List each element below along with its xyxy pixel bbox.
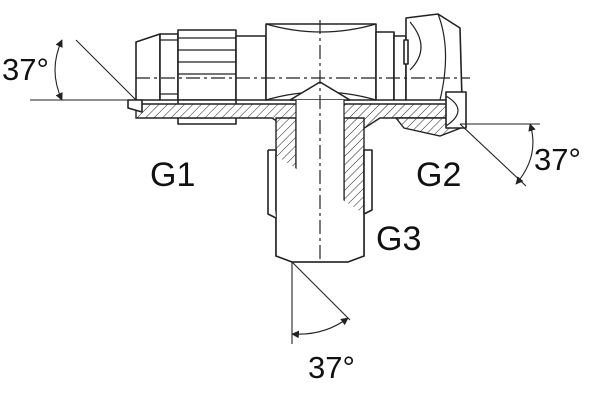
right-swivel-nut: [393, 13, 463, 101]
tee-body: [235, 23, 395, 101]
port-label-g3: G3: [376, 220, 421, 258]
port-label-g1: G1: [150, 156, 195, 194]
angle-label-left: 37°: [2, 52, 49, 87]
port-label-g2: G2: [416, 156, 461, 194]
angle-dimension-left: [30, 39, 137, 101]
centerlines: [136, 20, 470, 262]
angle-label-bottom: 37°: [308, 350, 355, 385]
angle-label-right: 37°: [534, 142, 581, 177]
angle-dimension-right: [459, 123, 540, 187]
angle-dimension-bottom: [291, 261, 351, 344]
